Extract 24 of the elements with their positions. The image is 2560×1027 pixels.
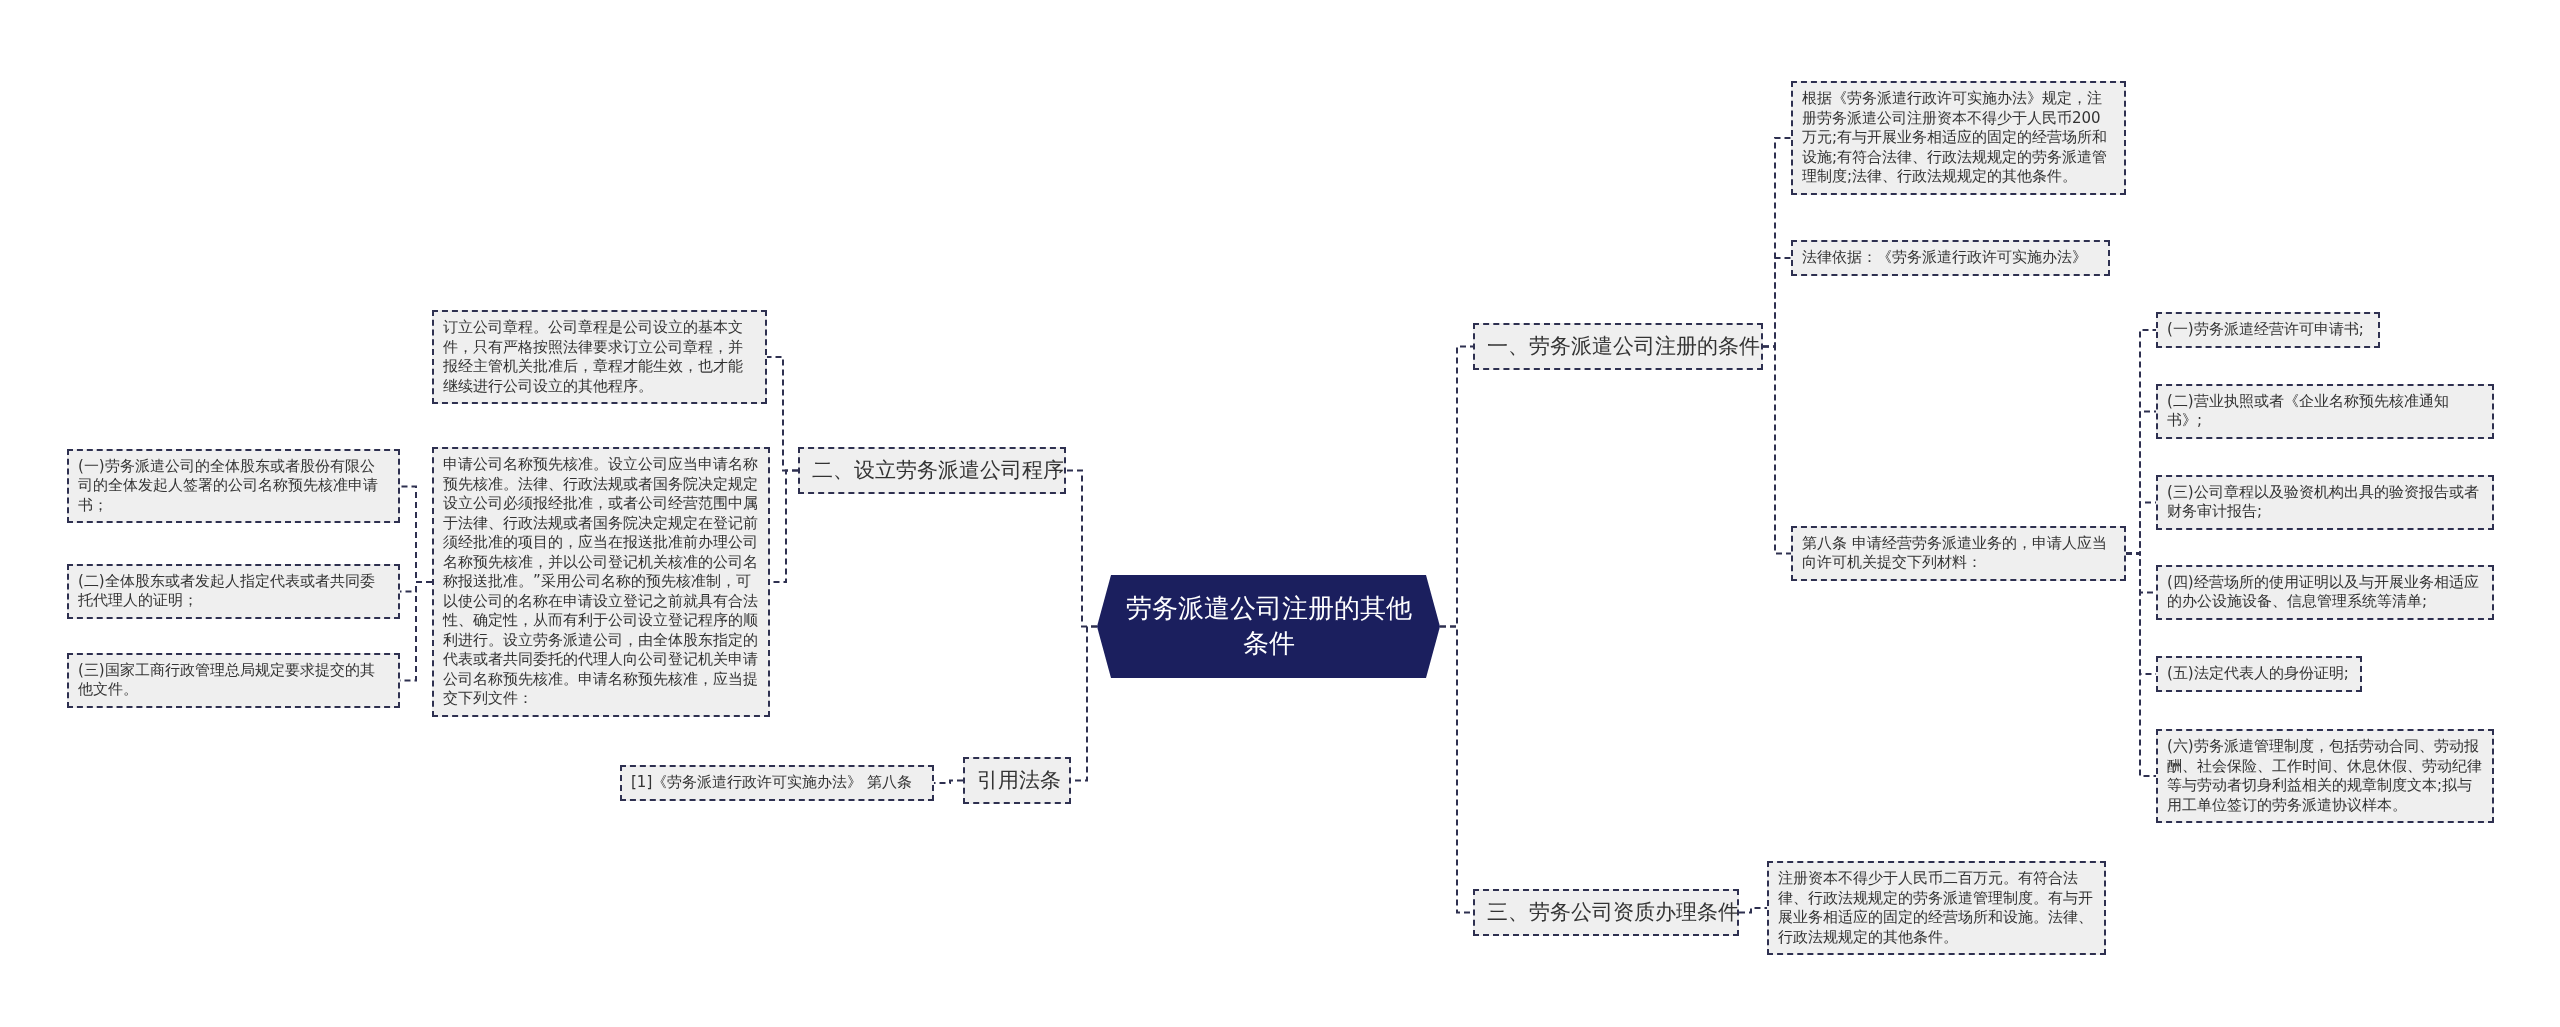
detail-box: (一)劳务派遣经营许可申请书; (2156, 312, 2380, 348)
detail-box: 订立公司章程。公司章程是公司设立的基本文件，只有严格按照法律要求订立公司章程，并报经主管机关批准后，章程才能生效，也才能继续进行公司设立的其他程序。 (432, 310, 767, 404)
topic-box: 三、劳务公司资质办理条件 (1473, 888, 1739, 936)
detail-box: (二)全体股东或者发起人指定代表或者共同委托代理人的证明； (67, 563, 400, 619)
detail-box: 第八条 申请经营劳务派遣业务的，申请人应当向许可机关提交下列材料： (1791, 525, 2126, 581)
connector-line (2125, 552, 2157, 777)
detail-box: (二)营业执照或者《企业名称预先核准通知书》; (2156, 383, 2494, 439)
detail-box: [1]《劳务派遣行政许可实施办法》 第八条 (620, 765, 934, 801)
topic-box: 一、劳务派遣公司注册的条件 (1473, 322, 1763, 370)
detail-box: 根据《劳务派遣行政许可实施办法》规定，注册劳务派遣公司注册资本不得少于人民币200万元;有与开展业务相适应的固定的经营场所和设施;有符合法律、行政法规规定的劳务派遣管理制度;法律、行政法规规定的其他条件。 (1791, 81, 2126, 195)
detail-box: (一)劳务派遣公司的全体股东或者股份有限公司的全体发起人签署的公司名称预先核准申请书； (67, 448, 400, 523)
connector-line (1738, 907, 1768, 914)
detail-box: 注册资本不得少于人民币二百万元。有符合法律、行政法规规定的劳务派遣管理制度。有与开展业务相适应的固定的经营场所和设施。法律、行政法规规定的其他条件。 (1767, 861, 2106, 955)
detail-box: (四)经营场所的使用证明以及与开展业务相适应的办公设施设备、信息管理系统等清单; (2156, 564, 2494, 620)
root-topic-box: 劳务派遣公司注册的其他条件 (1097, 574, 1440, 678)
connector-line (1762, 345, 1792, 555)
detail-box: 法律依据：《劳务派遣行政许可实施办法》 (1791, 240, 2110, 276)
detail-box: (三)公司章程以及验资机构出具的验资报告或者财务审计报告; (2156, 474, 2494, 530)
topic-box: 二、设立劳务派遣公司程序 (798, 446, 1066, 494)
topic-box: 引用法条 (963, 756, 1071, 804)
detail-box: (三)国家工商行政管理总局规定要求提交的其他文件。 (67, 652, 400, 708)
detail-box: 申请公司名称预先核准。设立公司应当申请名称预先核准。法律、行政法规或者国务院决定规定设立公司必须报经批准，或者公司经营范围中属于法律、行政法规或者国务院决定规定在登记前须经批准的项目的，应当在报送批准前办理公司名称预先核准，并以公司登记机关核准的公司名称报送批准。”采用公司名称的预先核准制，可以使公司的名称在申请设立登记之前就具有合法性、确定性，从而有利于公司设立登记程序的顺利进行。设立劳务派遣公司，由全体股东指定的代表或者共同委托的代理人向公司登记机关申请公司名称预先核准。申请名称预先核准，应当提交下列文件： (432, 447, 770, 717)
detail-box: (六)劳务派遣管理制度，包括劳动合同、劳动报酬、社会保险、工作时间、休息休假、劳动纪律等与劳动者切身利益相关的规章制度文本;拟与用工单位签订的劳务派遣协议样本。 (2156, 729, 2494, 823)
detail-box: (五)法定代表人的身份证明; (2156, 656, 2362, 692)
